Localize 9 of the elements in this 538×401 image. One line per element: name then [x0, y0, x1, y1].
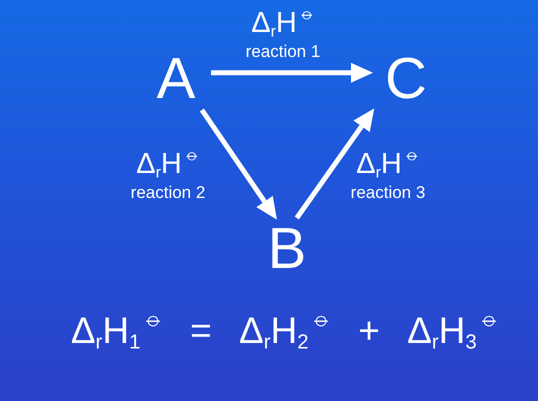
node-letter: C [371, 48, 441, 110]
arrow [211, 62, 373, 83]
edge-label: Δ$_{r}$H$^{⦵}$ reaction 3 [350, 146, 426, 204]
edge-label: Δ$_{r}$H$^{⦵}$ reaction 1 [244, 5, 322, 63]
node-letter: B [252, 218, 322, 280]
edge-label: Δ$_{r}$H$^{⦵}$ reaction 2 [130, 146, 206, 204]
arrow [294, 108, 374, 220]
node-letter: A [141, 48, 211, 110]
arrow [200, 108, 277, 220]
